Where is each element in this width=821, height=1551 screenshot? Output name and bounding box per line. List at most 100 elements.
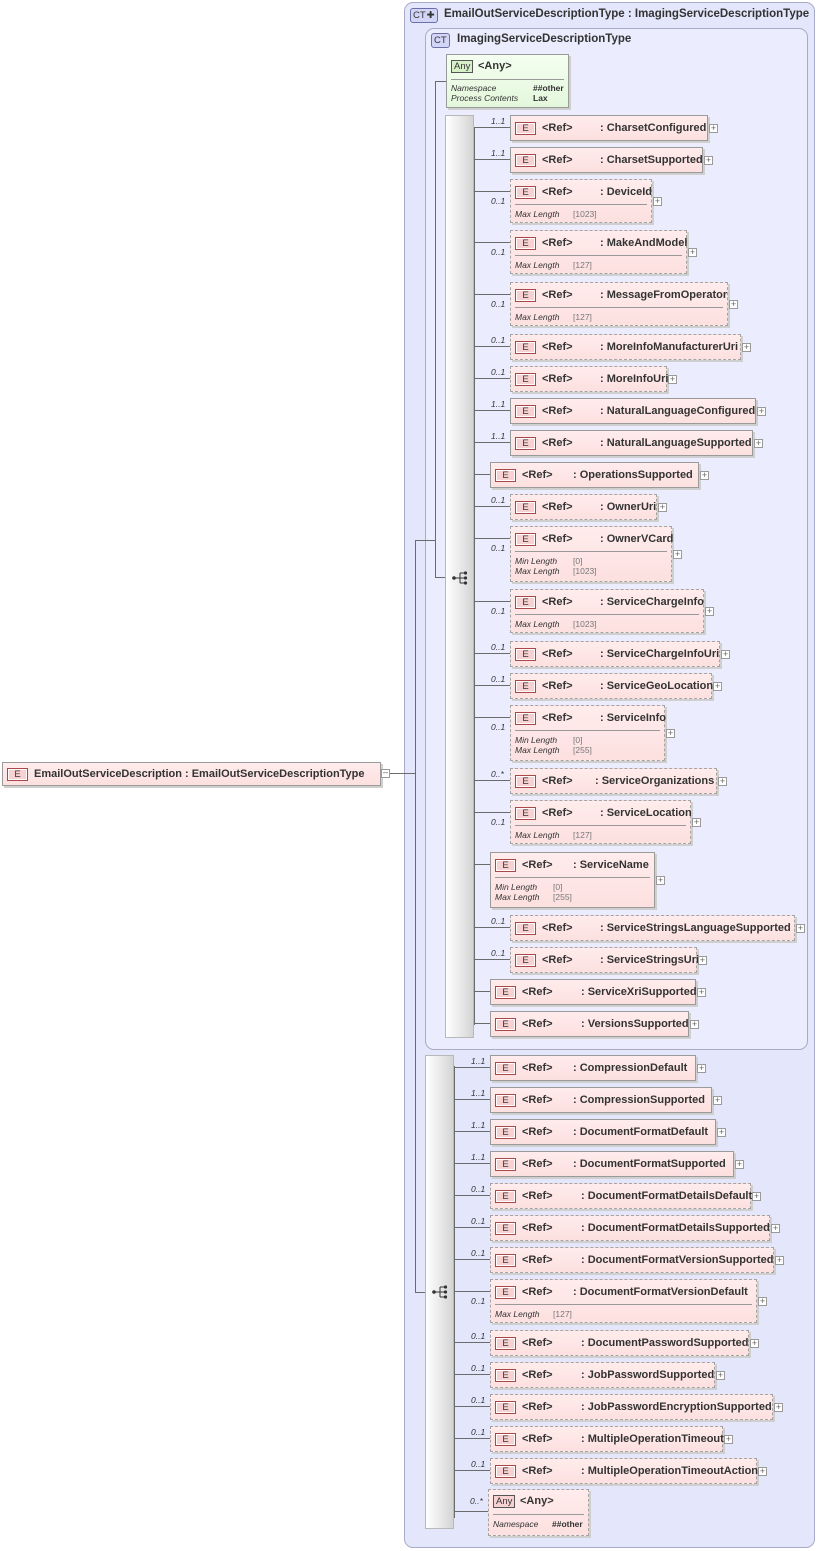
element-service-organizations[interactable]: E<Ref>: ServiceOrganizations [510,768,717,794]
expand-icon[interactable]: + [771,1223,780,1233]
expand-icon[interactable]: + [692,817,701,827]
connector-line [475,601,510,602]
expand-icon[interactable]: + [758,1296,767,1306]
element-natural-language-supported[interactable]: E<Ref>: NaturalLanguageSupported [510,430,753,456]
ref-label: <Ref> [542,807,573,819]
expand-icon[interactable]: + [750,1338,759,1348]
expand-icon[interactable]: ✚ [426,10,435,21]
element-badge: E [495,1126,516,1139]
element-operations-supported[interactable]: E<Ref>: OperationsSupported [490,462,699,488]
any-element-bottom[interactable]: Any<Any>Namespace##other [488,1489,589,1536]
expand-icon[interactable]: + [704,155,713,165]
expand-icon[interactable]: + [700,470,709,480]
expand-icon[interactable]: + [735,1159,744,1169]
element-job-password-supported[interactable]: E<Ref>: JobPasswordSupported [490,1362,715,1388]
sequence-compositor-inner[interactable] [445,115,474,1038]
expand-icon[interactable]: + [709,123,718,133]
expand-icon[interactable]: + [713,681,722,691]
expand-icon[interactable]: + [658,502,667,512]
facet-value: [127] [573,312,592,322]
expand-icon[interactable]: + [775,1255,784,1265]
element-service-geo-location[interactable]: E<Ref>: ServiceGeoLocation [510,673,713,699]
ref-label: <Ref> [522,1094,553,1106]
connector-line [454,1066,455,1518]
element-natural-language-configured[interactable]: E<Ref>: NaturalLanguageConfigured [510,398,756,424]
expand-icon[interactable]: + [721,649,730,659]
expand-icon[interactable]: + [656,875,665,885]
expand-icon[interactable]: + [705,606,714,616]
element-owner-uri[interactable]: E<Ref>: OwnerUri [510,494,657,520]
expand-icon[interactable]: + [698,955,707,965]
expand-icon[interactable]: + [718,776,727,786]
expand-icon[interactable]: + [757,406,766,416]
element-versions-supported[interactable]: E<Ref>: VersionsSupported [490,1011,689,1037]
element-job-password-encryption-supported[interactable]: E<Ref>: JobPasswordEncryptionSupported [490,1394,773,1420]
facet-row: Max Length[127] [495,1309,572,1319]
expand-icon[interactable]: + [688,247,697,257]
connector-line [455,1406,490,1407]
expand-icon[interactable]: + [752,1191,761,1201]
expand-icon[interactable]: + [668,374,677,384]
element-compression-supported[interactable]: E<Ref>: CompressionSupported [490,1087,712,1113]
cardinality-label: 1..1 [471,1088,486,1098]
expand-icon[interactable]: + [716,1370,725,1380]
expand-icon[interactable]: + [697,987,706,997]
element-badge: E [515,533,536,546]
element-more-info-manufacturer-uri[interactable]: E<Ref>: MoreInfoManufacturerUri [510,334,741,360]
element-document-format-default[interactable]: E<Ref>: DocumentFormatDefault [490,1119,716,1145]
expand-icon[interactable]: + [796,923,805,933]
element-charset-supported[interactable]: E<Ref>: CharsetSupported [510,147,703,173]
expand-icon[interactable]: + [754,438,763,448]
expand-icon[interactable]: + [724,1434,733,1444]
expand-icon[interactable]: + [653,196,662,206]
expand-icon[interactable]: + [673,549,682,559]
collapse-icon[interactable]: – [381,767,390,778]
sequence-compositor-outer[interactable] [425,1055,454,1529]
element-document-format-details-supported[interactable]: E<Ref>: DocumentFormatDetailsSupported [490,1215,770,1241]
element-service-charge-info-uri[interactable]: E<Ref>: ServiceChargeInfoUri [510,641,720,667]
element-service-strings-language-supported[interactable]: E<Ref>: ServiceStringsLanguageSupported [510,915,795,941]
expand-icon[interactable]: + [774,1402,783,1412]
element-service-strings-uri[interactable]: E<Ref>: ServiceStringsUri [510,947,699,973]
expand-icon[interactable]: + [690,1019,699,1029]
cardinality-label: 0..1 [491,299,506,309]
element-document-password-supported[interactable]: E<Ref>: DocumentPasswordSupported [490,1330,749,1356]
element-service-xri-supported[interactable]: E<Ref>: ServiceXriSupported [490,979,697,1005]
element-compression-default[interactable]: E<Ref>: CompressionDefault [490,1055,696,1081]
ref-label: <Ref> [542,122,573,134]
element-multiple-operation-timeout[interactable]: E<Ref>: MultipleOperationTimeout [490,1426,724,1452]
expand-icon[interactable]: + [742,342,751,352]
element-document-format-version-supported[interactable]: E<Ref>: DocumentFormatVersionSupported [490,1247,774,1273]
element-name: : DocumentFormatDefault [573,1126,709,1138]
element-name: : OperationsSupported [573,469,693,481]
expand-icon[interactable]: + [717,1127,726,1137]
connector-line [455,1195,490,1196]
namespace-value: ##other [552,1519,583,1529]
expand-icon[interactable]: + [758,1466,767,1476]
element-more-info-uri[interactable]: E<Ref>: MoreInfoUri [510,366,668,392]
expand-icon[interactable]: + [713,1095,722,1105]
element-charset-configured[interactable]: E<Ref>: CharsetConfigured [510,115,708,141]
element-document-format-supported[interactable]: E<Ref>: DocumentFormatSupported [490,1151,734,1177]
connector-line [475,191,510,192]
ref-label: <Ref> [522,859,553,871]
facet-value: [0] [573,735,583,745]
connector-line [475,242,510,243]
expand-icon[interactable]: + [666,728,675,738]
any-element-top[interactable]: Any <Any> Namespace ##other Process Cont… [446,54,569,108]
process-contents-label: Process Contents [451,93,519,103]
root-element[interactable]: E EmailOutServiceDescription : EmailOutS… [2,762,381,786]
expand-icon[interactable]: + [697,1063,706,1073]
element-multiple-operation-timeout-action[interactable]: E<Ref>: MultipleOperationTimeoutAction [490,1458,758,1484]
expand-icon[interactable]: + [729,299,738,309]
element-document-format-details-default[interactable]: E<Ref>: DocumentFormatDetailsDefault [490,1183,752,1209]
